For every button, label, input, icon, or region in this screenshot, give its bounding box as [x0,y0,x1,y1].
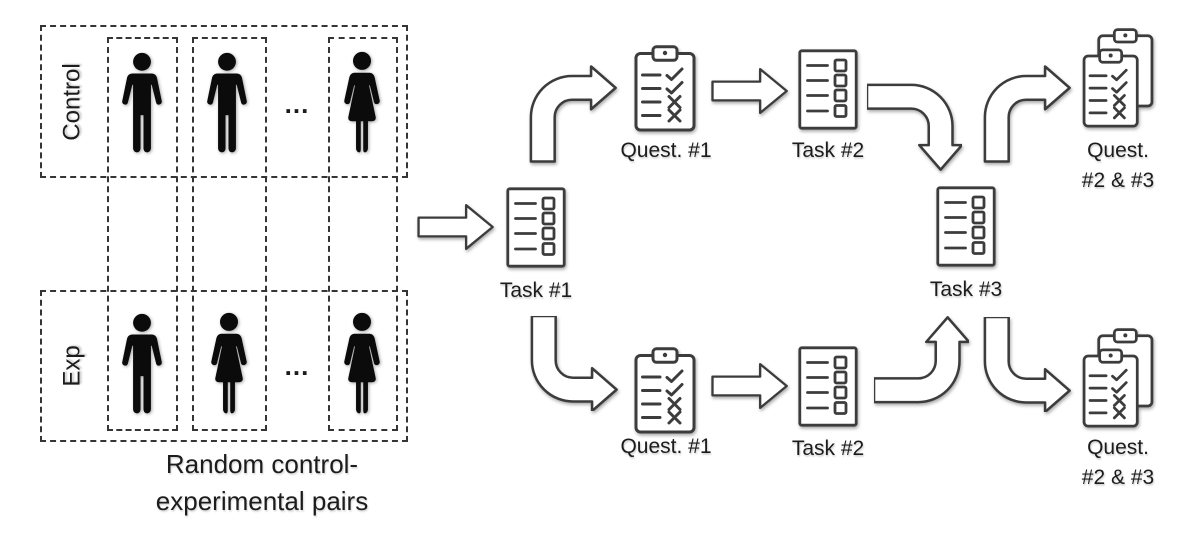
task2-top-label: Task #2 [791,139,865,162]
quest1-bottom-label: Quest. #1 [620,435,712,458]
quest1-bottom-icon [634,347,696,434]
arrow-right-icon [417,201,495,253]
grid-caption-line1: Random control- [165,449,359,479]
pair-column-box-3 [328,37,398,431]
woman-icon [334,309,390,417]
curved-arrow-right-down-icon [867,76,962,173]
task2-bottom-icon [798,346,858,427]
arrow-right-icon [710,66,790,116]
task2-top-icon [798,49,858,130]
quest23-top-icon [1080,28,1156,128]
exp-group-box [40,290,408,442]
task1-icon [506,187,566,268]
man-icon [116,310,168,417]
ellipsis: ... [284,351,310,381]
curved-arrow-down-right-icon [523,316,620,411]
curved-arrow-down-right-icon [977,317,1072,412]
quest23-bottom-label-line1: Quest. [1087,436,1149,459]
pair-column-box-1 [107,37,178,431]
control-group-box [40,25,408,178]
quest23-bottom-icon [1080,328,1156,428]
quest1-top-icon [634,45,696,132]
exp-row-label: Exp [58,345,86,387]
pair-column-box-2 [192,37,267,431]
task2-bottom-label: Task #2 [791,437,865,460]
man-icon [116,49,168,156]
ellipsis: ... [284,89,310,119]
woman-icon [201,309,257,417]
arrow-right-icon [710,361,790,411]
task3-icon [936,186,996,267]
curved-arrow-right-up-icon [874,312,969,413]
grid-caption-line2: experimental pairs [155,486,369,516]
grid-caption: Random control- experimental pairs [92,446,432,520]
task3-label: Task #3 [929,278,1003,301]
man-icon [201,49,253,156]
quest1-top-label: Quest. #1 [620,139,712,162]
quest23-top-label-line1: Quest. [1087,139,1149,162]
quest23-top-label-line2: #2 & #3 [1081,169,1155,192]
woman-icon [334,48,390,156]
quest23-bottom-label-line2: #2 & #3 [1081,466,1155,489]
task1-label: Task #1 [499,279,573,302]
control-row-label: Control [59,62,86,141]
